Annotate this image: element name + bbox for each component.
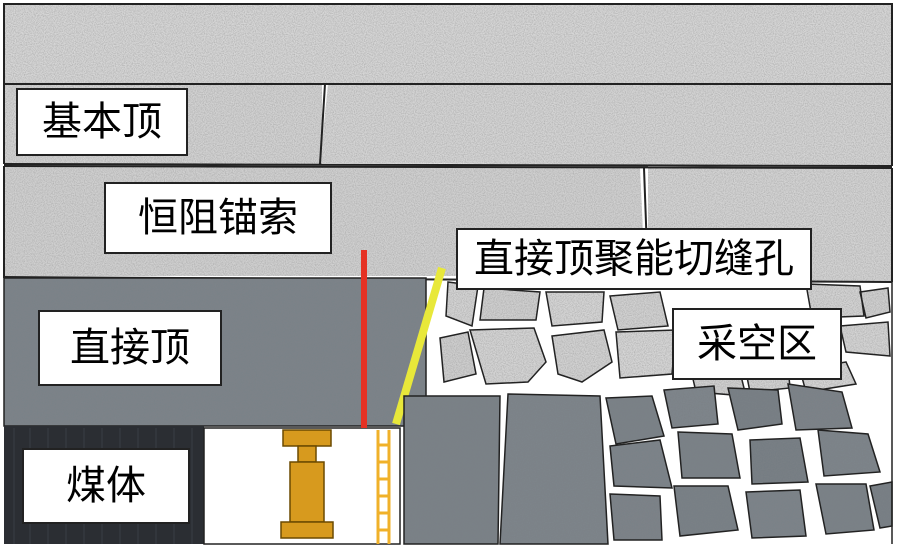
- label-coal: 煤体: [22, 448, 190, 524]
- hydraulic-support: [280, 429, 334, 539]
- collapsed-dark-blocks-large: [404, 394, 608, 544]
- label-anchor-cable: 恒阻锚索: [104, 182, 332, 254]
- goaf-dark-rubble: [606, 384, 892, 540]
- direct-roof-outline: [3, 277, 427, 427]
- label-basic-roof: 基本顶: [16, 88, 188, 156]
- ladder-support: [376, 430, 391, 544]
- label-direct-roof: 直接顶: [38, 310, 222, 386]
- basic-roof-outline: [3, 3, 893, 167]
- label-cutting-hole: 直接顶聚能切缝孔: [456, 228, 812, 290]
- collapsed-dark-blocks-large-outline: [403, 393, 609, 545]
- goaf-dark-rubble-outline: [605, 383, 893, 541]
- label-goaf: 采空区: [672, 308, 842, 380]
